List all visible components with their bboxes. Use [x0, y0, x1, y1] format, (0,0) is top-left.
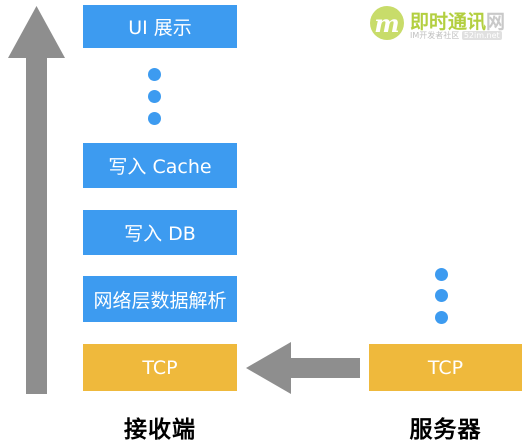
write-db-layer: 写入 DB: [83, 210, 237, 255]
site-name: 即时通讯网: [410, 11, 506, 33]
server-ellipsis-dot: [435, 289, 448, 302]
network-parse-label: 网络层数据解析: [93, 289, 227, 312]
client-tcp-layer: TCP: [83, 344, 237, 391]
receiver-caption: 接收端: [124, 417, 196, 443]
ellipsis-dot: [148, 68, 161, 81]
server-to-client-arrow: [246, 342, 360, 394]
site-tagline: IM开发者社区 52im.net: [410, 31, 502, 40]
server-caption: 服务器: [409, 417, 482, 443]
server-ellipsis-dot: [435, 311, 448, 324]
upward-flow-arrow: [8, 6, 65, 394]
ui-display-label: UI 展示: [128, 17, 192, 39]
ui-display-layer: UI 展示: [83, 5, 237, 48]
server-tcp-label: TCP: [427, 356, 464, 379]
site-logo-icon: m: [370, 6, 404, 40]
write-cache-label: 写入 Cache: [108, 156, 212, 178]
site-watermark: m 即时通讯网 IM开发者社区 52im.net: [370, 6, 522, 44]
server-tcp-layer: TCP: [369, 344, 522, 391]
client-tcp-label: TCP: [142, 356, 178, 379]
server-ellipsis-dot: [435, 268, 448, 281]
write-cache-layer: 写入 Cache: [83, 143, 237, 188]
ellipsis-dot: [148, 112, 161, 125]
write-db-label: 写入 DB: [124, 223, 196, 245]
network-parse-layer: 网络层数据解析: [83, 276, 237, 322]
ellipsis-dot: [148, 90, 161, 103]
